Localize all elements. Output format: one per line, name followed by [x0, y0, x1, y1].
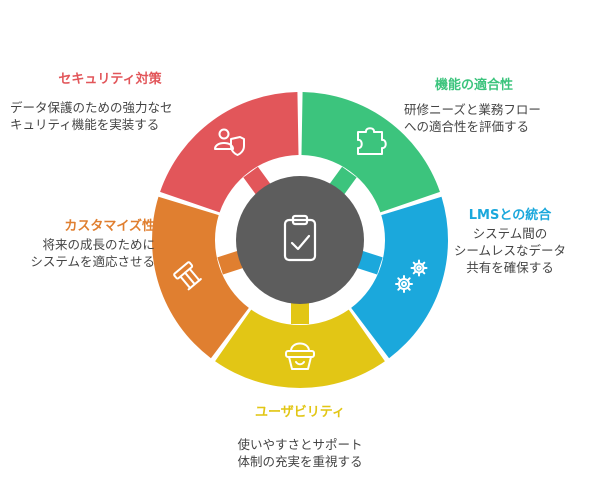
segment-desc-usability: 使いやすさとサポート 体制の充実を重視する: [180, 436, 420, 470]
connector-tab-usability: [291, 302, 309, 324]
desc-line: システム間の: [472, 226, 548, 241]
desc-line: 共有を確保する: [466, 260, 554, 275]
segment-usability: [215, 309, 385, 388]
people-shield-icon: [214, 128, 245, 156]
desc-line: シームレスなデータ: [453, 243, 567, 258]
label-usability: ユーザビリティ 使いやすさとサポート 体制の充実を重視する: [180, 404, 420, 470]
label-customization: カスタマイズ性 将来の成長のために システムを適応させる: [0, 218, 155, 270]
label-security: セキュリティ対策 データ保護のための強力なセ キュリティ機能を実装する: [10, 71, 210, 133]
tools-icon: [173, 261, 202, 291]
desc-line: 将来の成長のために: [42, 237, 155, 252]
desc-line: 体制の充実を重視する: [237, 454, 363, 469]
connector-tab-lms: [356, 250, 383, 275]
label-lms: LMSとの統合 システム間の シームレスなデータ 共有を確保する: [440, 207, 580, 276]
gears-icon: [395, 259, 428, 293]
label-fit: 機能の適合性 研修ニーズと業務フロー への適合性を評価する: [404, 77, 600, 135]
segment-desc-lms: システム間の シームレスなデータ 共有を確保する: [440, 225, 580, 276]
segment-title-usability: ユーザビリティ: [255, 405, 345, 420]
desc-line: 使いやすさとサポート: [237, 437, 363, 452]
desc-line: データ保護のための強力なセ: [10, 100, 173, 115]
basket-icon: [285, 342, 315, 370]
segment-fit: [301, 92, 440, 213]
segment-customization: [152, 196, 249, 359]
clipboard-check-icon: [283, 214, 317, 262]
connector-tab-customization: [217, 250, 244, 275]
puzzle-icon: [357, 127, 387, 155]
segment-title-lms: LMSとの統合: [468, 208, 552, 223]
segment-title-security: セキュリティ対策: [58, 72, 162, 87]
desc-line: キュリティ機能を実装する: [10, 117, 160, 132]
segment-title-fit: 機能の適合性: [434, 78, 513, 93]
desc-line: への適合性を評価する: [404, 119, 530, 134]
desc-line: システムを適応させる: [30, 254, 155, 269]
segment-desc-customization: 将来の成長のために システムを適応させる: [0, 236, 155, 270]
segment-lms: [351, 196, 449, 359]
segment-desc-fit: 研修ニーズと業務フロー への適合性を評価する: [404, 101, 600, 135]
segment-desc-security: データ保護のための強力なセ キュリティ機能を実装する: [10, 99, 210, 133]
desc-line: 研修ニーズと業務フロー: [404, 102, 541, 117]
center-hub: [236, 176, 364, 304]
segment-title-customization: カスタマイズ性: [64, 219, 155, 234]
segment-security: [160, 92, 299, 213]
